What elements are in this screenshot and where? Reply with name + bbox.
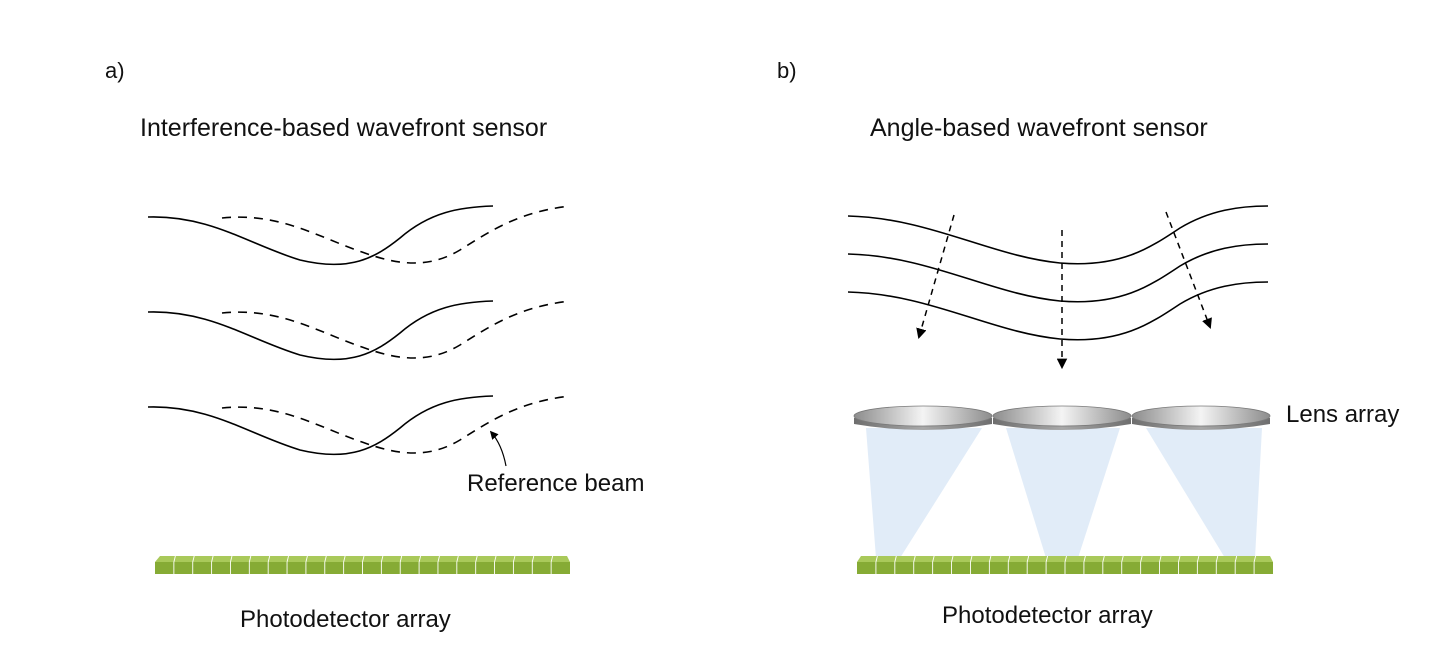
detector-pixel-edge [1121, 555, 1124, 563]
reference-dashed-2 [221, 300, 571, 359]
detector-pixel-edge [362, 555, 365, 563]
panel-b-title: Angle-based wavefront sensor [870, 114, 1208, 142]
lens-array-label: Lens array [1286, 401, 1400, 428]
detector-pixel-edge [875, 555, 878, 563]
detector-pixel-edge [475, 555, 478, 563]
detector-pixel-edge [1064, 555, 1067, 563]
propagation-arrows [916, 211, 1212, 370]
lens-3 [1131, 405, 1271, 430]
detector-pixel-edge [267, 555, 271, 563]
detector-pixel-edge [988, 555, 992, 563]
detector-pixel-edge [550, 555, 554, 563]
arrow-left [916, 214, 955, 340]
detector-pixel-edge [1102, 555, 1105, 563]
detector-pixel-edge [1045, 555, 1049, 563]
detector-pixel-edge [932, 555, 935, 563]
detector-pixel-edge [1007, 555, 1011, 563]
detector-pixel-edge [1234, 555, 1238, 563]
light-cones [866, 428, 1262, 558]
detector-pixel-edge [1253, 555, 1257, 563]
panel-b-detector-label: Photodetector array [942, 602, 1153, 629]
detector-pixel-edge [512, 555, 516, 563]
panel-a-wavefronts [147, 205, 571, 456]
detector-pixel-edge [1159, 555, 1162, 563]
detector-pixel-edge [531, 555, 535, 563]
panel-a-letter: a) [105, 58, 125, 83]
detector-pixel-edge [970, 555, 973, 563]
detector-pixel-edge [380, 555, 384, 563]
detector-pixel-edge [1026, 555, 1030, 563]
detector-pixel-edge [1083, 555, 1086, 563]
reference-beam-label: Reference beam [467, 470, 645, 497]
panel-a-title: Interference-based wavefront sensor [140, 114, 548, 142]
wavefront-b-2 [847, 243, 1269, 303]
reference-beam-pointer [489, 430, 507, 467]
panel-b-letter: b) [777, 58, 797, 83]
detector-pixel-edge [286, 555, 289, 563]
wavefront-solid-3 [147, 395, 494, 456]
detector-pixel-edge [1196, 555, 1200, 563]
detector-pixel-edge [305, 555, 308, 563]
detector-pixel-edge [248, 555, 252, 563]
detector-pixel-edge [324, 555, 327, 563]
detector-pixel-edge [418, 555, 422, 563]
detector-pixel-edge [494, 555, 497, 563]
panel-b-wavefronts [847, 205, 1269, 341]
detector-pixel-edge [1215, 555, 1219, 563]
detector-pixel-edge [192, 555, 195, 563]
wavefront-solid-2 [147, 300, 494, 361]
detector-pixel-edge [1178, 555, 1181, 563]
detector-pixel-edge [1140, 555, 1143, 563]
lens-2 [992, 405, 1132, 430]
wavefront-b-3 [847, 281, 1269, 341]
detector-pixel-edge [343, 555, 346, 563]
detector-pixel-edge [894, 555, 897, 563]
detector-pixel-edge [456, 555, 459, 563]
lens-array [853, 405, 1271, 430]
detector-pixel-edge [913, 555, 916, 563]
wavefront-b-1 [847, 205, 1269, 265]
reference-dashed-3 [221, 395, 571, 454]
arrow-right [1165, 211, 1212, 329]
detector-pixel-edge [951, 555, 954, 563]
reference-dashed-1 [221, 205, 571, 264]
wavefront-solid-1 [147, 205, 494, 266]
panel-b-detector [857, 555, 1273, 574]
detector-pixel-edge [211, 555, 214, 563]
detector-pixel-edge [230, 555, 233, 563]
detector-pixel-edge [173, 555, 176, 563]
panel-a-detector-label: Photodetector array [240, 606, 451, 633]
detector-pixel-edge [399, 555, 403, 563]
lens-1 [853, 405, 993, 430]
detector-pixel-edge [437, 555, 440, 563]
panel-a-detector [155, 555, 570, 574]
